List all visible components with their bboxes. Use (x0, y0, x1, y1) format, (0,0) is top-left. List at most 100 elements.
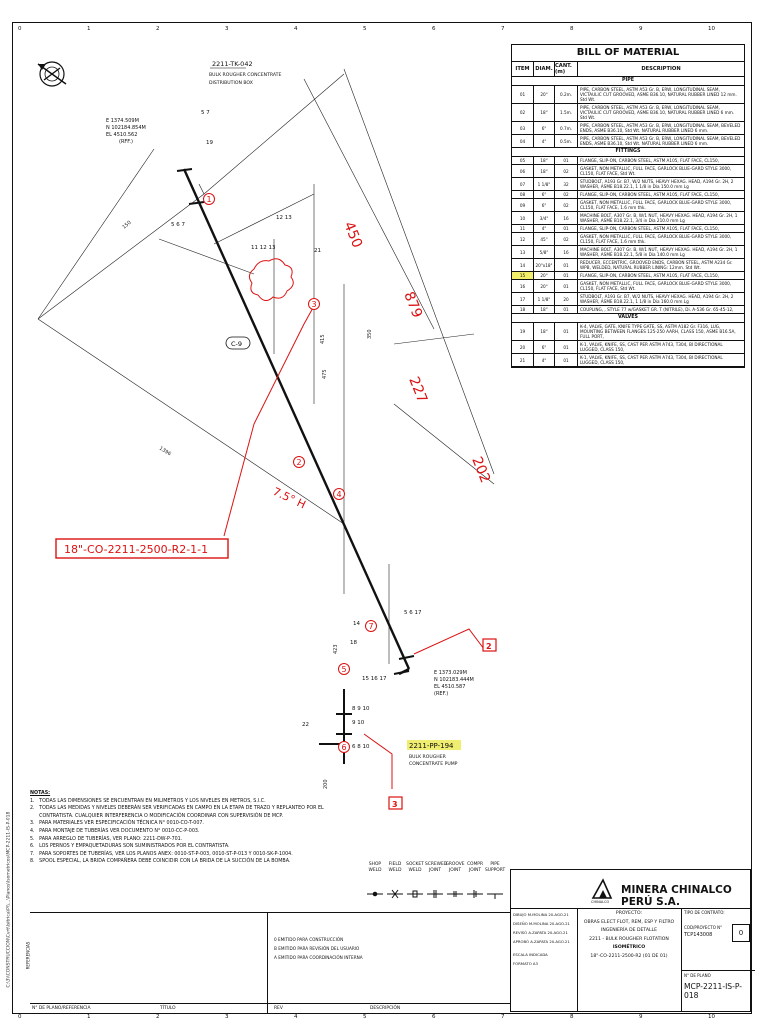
bill-of-material: BILL OF MATERIAL ITEM DIAM. CANT.(m) DES… (511, 44, 745, 368)
item-balloons: 1 2 3 4 5 6 7 (203, 193, 377, 753)
bom-desc: PIPE, CARBON STEEL, ASTM A53 Gr. B, ERW,… (580, 87, 737, 102)
grid-number-top: 3 (225, 26, 229, 32)
bom-qty: 16 (555, 246, 578, 258)
bom-diam: 20" (534, 86, 555, 103)
notes-title: NOTAS: (30, 791, 51, 796)
references-label: REFERENCIAS (25, 941, 31, 970)
grid-number-bottom: 1 (87, 1014, 91, 1020)
grid-number-bottom: 4 (294, 1014, 298, 1020)
bom-diam: 18" (534, 104, 555, 121)
bom-desc: PIPE, CARBON STEEL, ASTM A53 Gr. B, ERW,… (580, 136, 741, 146)
svg-text:18: 18 (350, 640, 357, 646)
rev-h-desc: DESCRIPCIÓN (370, 1006, 401, 1011)
bom-section-header: FITTINGS (512, 148, 744, 157)
continuation-ref: C-9 (225, 336, 251, 350)
note-item: 6. LOS PERNOS Y EMPAQUETADURAS SON SUMIN… (30, 844, 230, 850)
svg-text:475: 475 (322, 369, 328, 379)
rev-header: N° DE PLANO/REFERENCIA TÍTULO DESCRIPCIÓ… (30, 1003, 510, 1014)
contract-label: TIPO DE CONTRATO: (684, 910, 725, 915)
bom-qty: 02 (555, 233, 578, 245)
item-balloon: 7 (365, 620, 377, 632)
svg-text:18"-CO-2211-2500-R2-1-1: 18"-CO-2211-2500-R2-1-1 (64, 543, 208, 556)
grid-number-top: 7 (501, 26, 505, 32)
valve-cloud (248, 258, 294, 301)
bom-col-item: ITEM (512, 62, 534, 76)
svg-text:2: 2 (296, 458, 301, 467)
bom-diam: 5/8" (534, 246, 555, 258)
bom-qty: 01 (555, 306, 578, 313)
bom-desc: STUDBOLT, A193 Gr. B7, W/2 NUTS, HEAVY H… (580, 294, 734, 304)
legend-item: SOCKET WELD (406, 862, 424, 873)
svg-text:3: 3 (311, 300, 316, 309)
sign-format: FORMATO A3 (513, 961, 538, 966)
bom-item: 03 (512, 122, 534, 134)
doc-type: ISOMÉTRICO (612, 945, 646, 950)
bom-item: 01 (512, 86, 534, 103)
svg-text:(REF.): (REF.) (434, 691, 448, 697)
svg-text:200: 200 (323, 779, 329, 789)
bom-item: 16 (512, 280, 534, 292)
sign-row: DIBUJO M.MOLINA 20.AGO.21 (513, 912, 569, 917)
red-leaders (223, 305, 485, 789)
bom-qty: 0.7m. (555, 122, 578, 134)
svg-text:EL 4510.587: EL 4510.587 (434, 684, 465, 690)
svg-text:BULK ROUGHER CONCENTRATE: BULK ROUGHER CONCENTRATE (209, 72, 281, 78)
bom-item: 10 (512, 212, 534, 224)
bom-qty: 16 (555, 212, 578, 224)
note-item: CONTRATISTA. CUALQUIER INTERFERENCIA O M… (30, 813, 284, 819)
bom-diam: 1 1/8" (534, 178, 555, 190)
svg-text:350: 350 (367, 329, 373, 339)
bom-desc: FLANGE, SLIP-ON, CARBON STEEL, ASTM A105… (580, 192, 719, 197)
grid-number-top: 6 (432, 26, 436, 32)
pump-tag-group: 2211-PP-194 BULK ROUGHER CONCENTRATE PUM… (407, 740, 461, 767)
bom-qty: 02 (555, 165, 578, 177)
svg-text:14: 14 (353, 621, 360, 627)
bom-diam: 20"x18" (534, 259, 555, 271)
bom-desc: K-1, VALVE, KNIFE, SS, CAST PER ASTM A74… (580, 342, 723, 352)
bom-qty: 0.5m. (555, 135, 578, 147)
bom-item: 18 (512, 306, 534, 313)
svg-text:12 13: 12 13 (276, 215, 292, 221)
grid-number-top: 2 (156, 26, 160, 32)
project-info: PROYECTO: OBRAS ELECT FLOT, REM, ESP Y F… (579, 910, 679, 961)
bom-item: 05 (512, 157, 534, 164)
contract-no-label: COD/PROYECTO N° (684, 925, 723, 930)
svg-text:BULK ROUGHER: BULK ROUGHER (409, 754, 447, 760)
red-ref-boxes: 2 3 (388, 638, 497, 810)
iso-plane-line (198, 183, 205, 195)
bom-desc: GASKET, NON METALLIC, FULL FACE, GARLOCK… (580, 281, 732, 291)
legend-item: GROOVE JOINT (445, 862, 465, 873)
bom-desc: COUPLING, , STYLE 77 w/GASKET GR. T (NIT… (580, 307, 734, 312)
svg-text:C-9: C-9 (231, 340, 242, 348)
bom-section-header: PIPE (512, 77, 744, 86)
flange-marks (176, 168, 415, 735)
isometric-drawing: 450 879 227 202 1396 150 415 475 350 423… (37, 60, 497, 810)
sign-row: APROBÓ A.ZAPATA 20.AGO.21 (513, 939, 570, 944)
dim-202: 202 (468, 455, 493, 486)
bom-diam: 45" (534, 233, 555, 245)
svg-text:3: 3 (392, 800, 398, 809)
project-label: PROYECTO: (615, 911, 643, 916)
svg-text:5 6 17: 5 6 17 (404, 610, 422, 616)
svg-text:5 6 7: 5 6 7 (171, 222, 185, 228)
bom-qty: 01 (555, 354, 578, 366)
bom-diam: 6" (534, 341, 555, 353)
bom-diam: 18" (534, 306, 555, 313)
rev-h-rev: REV (274, 1006, 283, 1011)
bom-desc: GASKET, NON METALLIC, FULL FACE, GARLOCK… (580, 166, 732, 176)
svg-text:1: 1 (206, 195, 211, 204)
svg-text:22: 22 (302, 722, 309, 728)
plan-label: N° DE PLANO (682, 970, 755, 980)
bom-diam: 18" (534, 165, 555, 177)
project-area: 2211 - BULK ROUGHER FLOTATION (589, 936, 669, 942)
